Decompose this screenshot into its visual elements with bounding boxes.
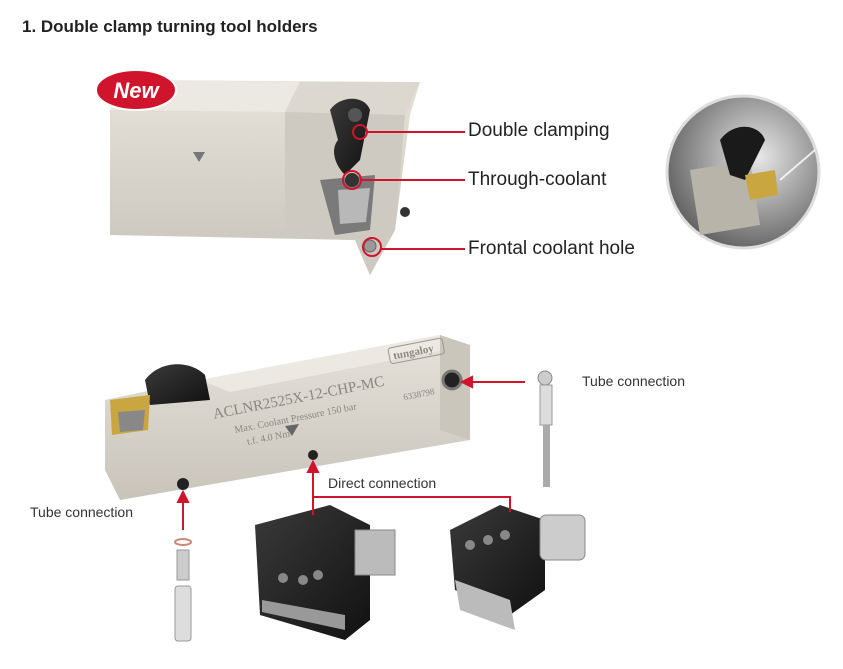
closeup-inset-image — [665, 94, 821, 250]
top-callout-lines — [342, 124, 465, 257]
bottom-callout-lines — [176, 375, 525, 530]
svg-text:New: New — [113, 78, 160, 103]
label-tube-connection-left: Tube connection — [30, 504, 133, 520]
tube-fitting-right — [537, 370, 553, 487]
label-frontal-coolant-hole: Frontal coolant hole — [468, 238, 635, 259]
tube-fitting-left — [174, 538, 192, 642]
new-badge: New — [95, 69, 177, 111]
vdi-block-holder-image — [255, 505, 396, 640]
label-direct-connection: Direct connection — [328, 475, 437, 491]
bmt-block-holder-image — [450, 505, 586, 630]
bottom-tool-holder-image: ACLNR2525X-12-CHP-MC Max. Coolant Pressu… — [105, 335, 470, 500]
top-tool-holder-image — [110, 80, 420, 275]
label-tube-connection-right: Tube connection — [582, 373, 685, 389]
label-double-clamping: Double clamping — [468, 120, 610, 141]
label-through-coolant: Through-coolant — [468, 169, 607, 190]
section-title: 1. Double clamp turning tool holders — [22, 17, 318, 36]
